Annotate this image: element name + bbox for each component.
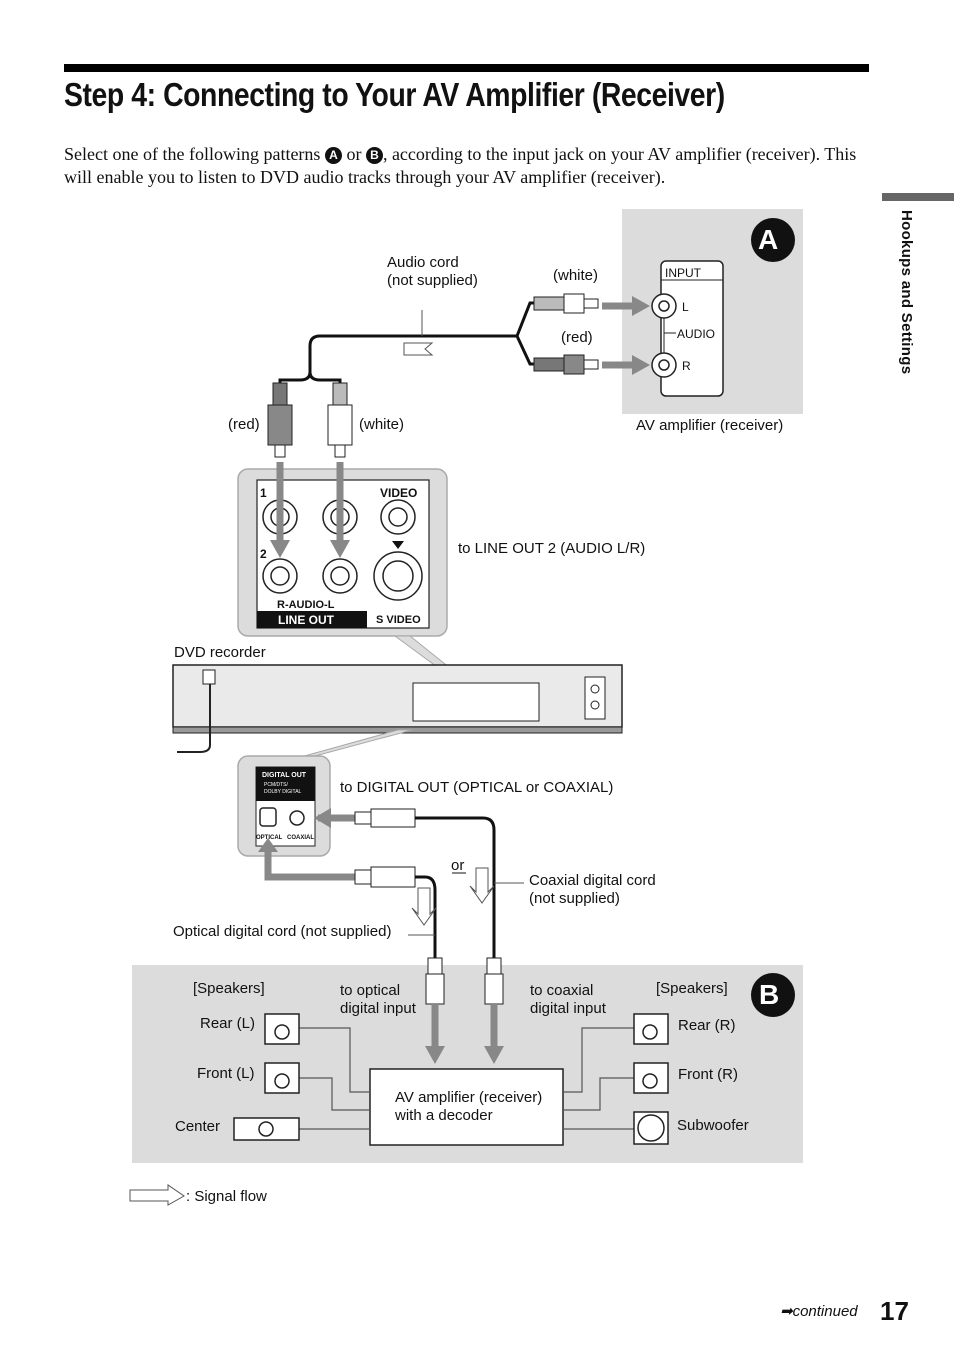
coaxial-cord-label: Coaxial digital cord (not supplied) (529, 872, 656, 907)
front-r-label: Front (R) (678, 1066, 738, 1083)
continued-text: continued (792, 1303, 858, 1320)
to-line-out-label: to LINE OUT 2 (AUDIO L/R) (458, 540, 646, 557)
dvd-recorder-body (172, 664, 623, 734)
to-optical-label: to optical digital input (340, 982, 416, 1017)
av-amplifier-decoder-box (369, 1068, 564, 1146)
s-video-label: S VIDEO (376, 614, 421, 626)
signal-flow-legend-arrow (129, 1184, 185, 1206)
audio-rl-label: R-AUDIO-L (277, 599, 335, 611)
front-l-label: Front (L) (197, 1065, 255, 1082)
subwoofer-label: Subwoofer (677, 1117, 749, 1134)
coaxial-port-label: COAXIAL (287, 835, 314, 841)
to-coaxial-label: to coaxial digital input (530, 982, 606, 1017)
input-l-label: L (682, 300, 689, 314)
input-label: INPUT (665, 266, 701, 280)
speakers-right-label: [Speakers] (656, 980, 728, 997)
video-label: VIDEO (380, 486, 418, 500)
audio-cord-label: Audio cord (not supplied) (387, 254, 478, 289)
speakers-left-label: [Speakers] (193, 980, 265, 997)
white-top-label: (white) (553, 267, 599, 284)
input-r-label: R (682, 359, 691, 373)
or-label: or (451, 857, 465, 874)
to-digital-out-label: to DIGITAL OUT (OPTICAL or COAXIAL) (340, 779, 614, 796)
signal-flow-label: : Signal flow (186, 1188, 267, 1205)
line-out-label: LINE OUT (278, 613, 334, 627)
av-amplifier-label: AV amplifier (receiver) (636, 417, 784, 434)
section-tab (882, 193, 954, 201)
rear-l-label: Rear (L) (200, 1015, 256, 1032)
continued-note: ➡continued (780, 1302, 858, 1320)
badge-b: B (759, 979, 780, 1010)
input-audio-label: AUDIO (677, 327, 716, 341)
optical-port-label: OPTICAL (256, 835, 283, 841)
section-label: Hookups and Settings (898, 210, 915, 375)
optical-cord-label: Optical digital cord (not supplied) (173, 923, 392, 940)
rear-r-label: Rear (R) (678, 1017, 736, 1034)
intro-or: or (341, 144, 366, 164)
continued-arrow-icon: ➡ (780, 1303, 793, 1320)
title-rule (64, 64, 869, 72)
red-top-label: (red) (561, 329, 593, 346)
rca-plug-white-top (533, 293, 599, 314)
audio-cord-line (278, 301, 540, 395)
badge-a: A (758, 224, 779, 255)
digital-out-title: DIGITAL OUT (262, 772, 307, 779)
input-jack-panel (660, 260, 724, 397)
dvd-recorder-label: DVD recorder (174, 644, 266, 661)
intro-paragraph: Select one of the following patterns A o… (64, 143, 884, 189)
pattern-a-badge: A (324, 147, 342, 164)
line-out-2: 2 (260, 547, 267, 561)
intro-text-1: Select one of the following patterns (64, 144, 325, 164)
rca-plug-white-bottom (327, 382, 353, 458)
red-plug-label: (red) (228, 416, 260, 433)
digital-out-sub: PCM/DTS/ DOLBY DIGITAL (264, 782, 302, 795)
pattern-a-circle (751, 218, 795, 262)
rca-plug-red-bottom (267, 382, 293, 458)
intro-text-2: , according to the input jack on your AV… (64, 144, 857, 187)
line-out-1: 1 (260, 486, 267, 500)
amp-decoder-label: AV amplifier (receiver) with a decoder (395, 1089, 543, 1124)
page-number: 17 (880, 1296, 909, 1326)
pattern-b-circle (751, 973, 795, 1017)
pattern-b-badge: B (365, 147, 383, 164)
white-plug-label: (white) (359, 416, 405, 433)
rca-plug-red-top (533, 354, 599, 375)
center-label: Center (175, 1118, 221, 1135)
page-title: Step 4: Connecting to Your AV Amplifier … (64, 76, 725, 113)
